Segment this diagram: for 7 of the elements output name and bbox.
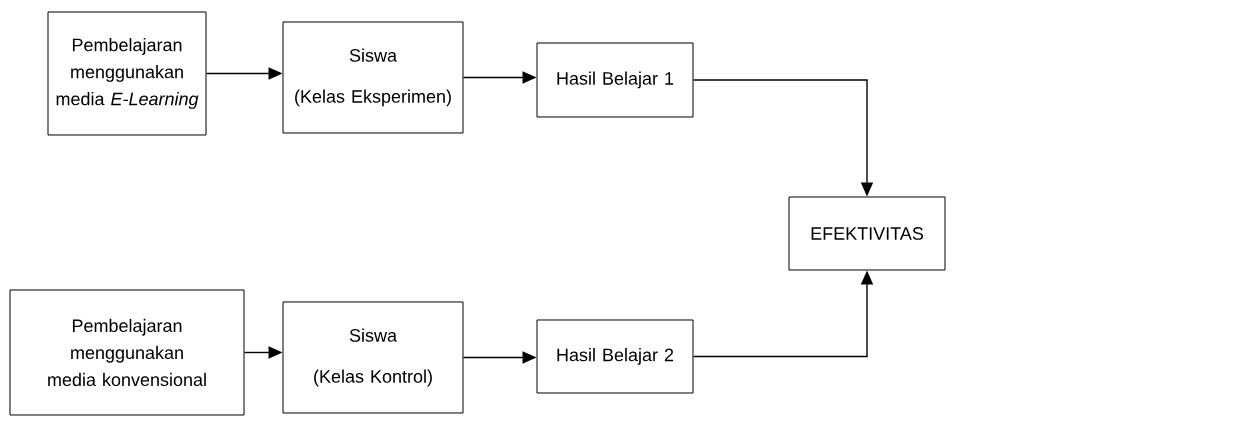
process-box: Hasil Belajar 1	[536, 42, 694, 118]
process-box: Pembelajaran menggunakan media E-Learning	[47, 11, 207, 136]
process-box: EFEKTIVITAS	[788, 196, 946, 271]
process-box: Hasil Belajar 2	[536, 319, 694, 394]
process-box: Pembelajaran menggunakan media konvensional	[9, 289, 245, 416]
process-box: Siswa (Kelas Eksperimen)	[282, 21, 464, 134]
process-box: Siswa (Kelas Kontrol)	[282, 301, 464, 414]
